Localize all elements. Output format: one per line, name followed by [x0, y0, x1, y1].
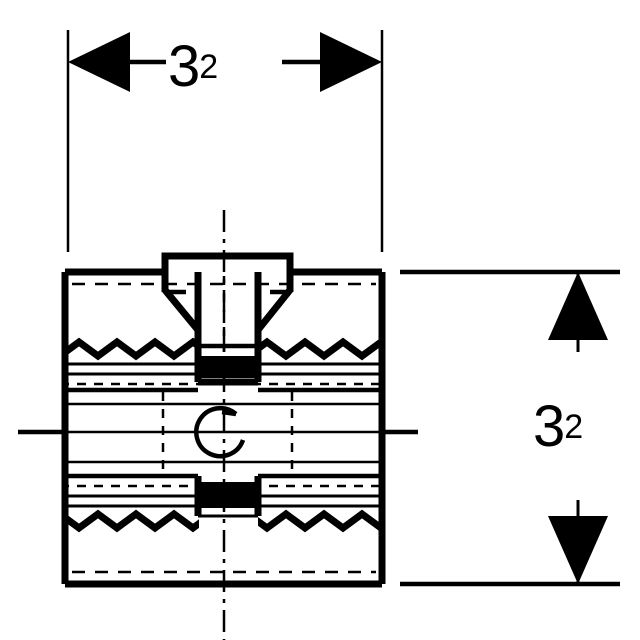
arrowhead-down	[548, 516, 608, 584]
vertical-dimension-label: 32	[533, 398, 583, 456]
thread-zigzag-upper-left	[68, 337, 199, 361]
arrowhead-left	[68, 32, 130, 92]
arrowhead-up	[548, 272, 608, 340]
thread-zigzag-lower-right	[258, 509, 379, 533]
vertical-dim-base: 3	[533, 394, 565, 459]
horizontal-dim-exponent: 2	[199, 47, 218, 86]
horizontal-dim-base: 3	[168, 34, 200, 99]
vertical-dimension-group	[400, 269, 620, 587]
center-ring-arc	[194, 405, 246, 459]
main-body-group	[61, 268, 386, 588]
thread-zigzag-lower-left	[68, 509, 199, 533]
boss-chamfer-right	[255, 287, 293, 333]
center-ring-tail	[221, 409, 237, 417]
vertical-dim-exponent: 2	[564, 407, 583, 446]
horizontal-dimension-label: 32	[168, 38, 218, 96]
boss-chamfer-left	[162, 287, 201, 333]
boss-cap-outline	[161, 252, 294, 272]
upper-thread-band	[68, 337, 379, 393]
top-boss-group	[161, 252, 294, 386]
stem-base-solid	[198, 356, 258, 378]
lower-thread-band	[68, 473, 379, 533]
middle-section-group	[68, 392, 379, 478]
horizontal-dimension-group	[66, 30, 384, 252]
lower-stem-solid	[198, 482, 258, 508]
arrowhead-right	[320, 32, 382, 92]
thread-zigzag-upper-right	[258, 337, 379, 361]
